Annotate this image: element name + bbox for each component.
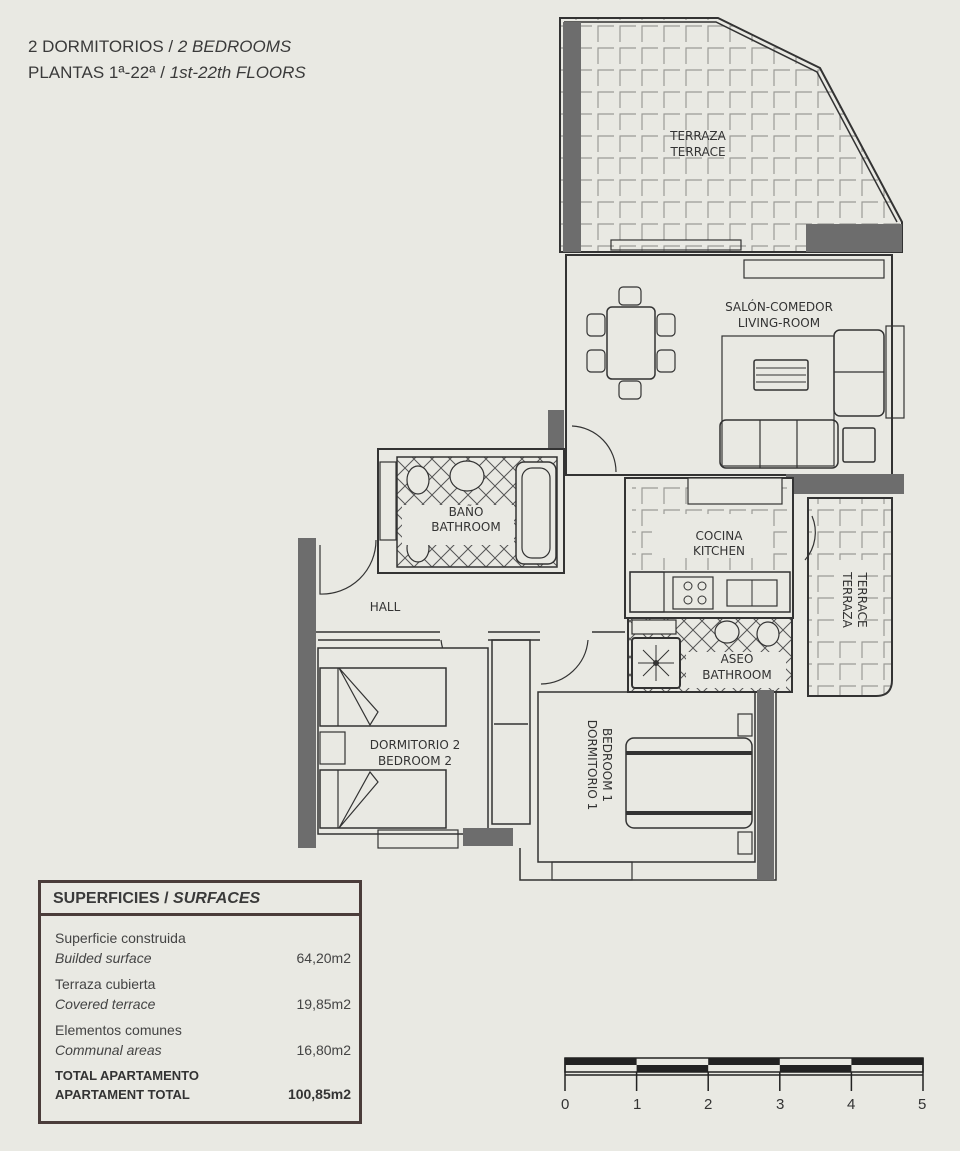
chair-icon (656, 349, 676, 373)
side-table (842, 427, 876, 463)
label-bedroom-1: DORMITORIO 1BEDROOM 1 (585, 720, 614, 810)
window (377, 829, 459, 849)
dining-table (606, 306, 656, 380)
sink-icon (714, 620, 740, 644)
heading-floors: PLANTAS 1ª-22ª / 1st-22th FLOORS (28, 63, 306, 82)
chair-icon (586, 349, 606, 373)
sofa-icon (719, 419, 839, 469)
surfaces-table: SUPERFICIES / SURFACES Superficie constr… (38, 880, 362, 1124)
heading-bedrooms: 2 DORMITORIOS / 2 BEDROOMS (28, 37, 292, 56)
coffee-table (753, 359, 809, 391)
scale-bar (564, 1057, 924, 1091)
scale-label: 4 (847, 1096, 856, 1113)
bathroom (377, 448, 565, 574)
bedroom-2 (317, 639, 531, 849)
window (610, 239, 742, 251)
double-bed-icon (625, 737, 753, 829)
door-swing (319, 539, 377, 595)
armchair-icon (833, 329, 885, 417)
door-swing (571, 425, 617, 473)
structural-wall (757, 690, 774, 880)
toilet-icon (406, 465, 430, 495)
kitchen (624, 477, 794, 619)
single-bed-icon (319, 667, 447, 727)
scale-label: 5 (918, 1096, 927, 1113)
toilet-icon (756, 621, 780, 647)
structural-wall (806, 224, 902, 252)
label-hall: HALL (370, 600, 401, 614)
wardrobe (491, 639, 531, 825)
bathtub-icon (515, 461, 557, 565)
nightstand (319, 731, 346, 765)
sideboard (743, 259, 885, 279)
scale-label: 3 (776, 1096, 785, 1113)
hob-icon (672, 576, 714, 610)
door-swing (540, 639, 589, 685)
structural-wall (563, 22, 581, 252)
structural-wall (463, 828, 513, 846)
single-bed-icon (319, 769, 447, 829)
counter (629, 571, 791, 613)
scale-label: 1 (633, 1096, 642, 1113)
plan-heading: 2 DORMITORIOS / 2 BEDROOMS PLANTAS 1ª-22… (28, 34, 306, 86)
chair-icon (618, 286, 642, 306)
structural-wall (786, 474, 904, 494)
surfaces-title: SUPERFICIES / SURFACES (41, 883, 359, 916)
door-swing (804, 515, 816, 561)
fridge (629, 571, 665, 613)
window (551, 861, 633, 881)
chair-icon (656, 313, 676, 337)
scale-label: 2 (704, 1096, 713, 1113)
nightstand (737, 713, 753, 737)
chair-icon (586, 313, 606, 337)
terrace-side (804, 497, 893, 697)
nightstand (737, 831, 753, 855)
sink-icon (449, 460, 485, 492)
label-terrace-side: TERRAZATERRACE (840, 571, 869, 629)
scale-label: 0 (561, 1096, 570, 1113)
terrace-main (559, 17, 903, 253)
living-room (548, 254, 905, 494)
chair-icon (618, 380, 642, 400)
window (885, 325, 905, 419)
structural-wall (298, 538, 316, 848)
structural-wall (548, 410, 564, 458)
bedroom-1 (519, 690, 777, 881)
